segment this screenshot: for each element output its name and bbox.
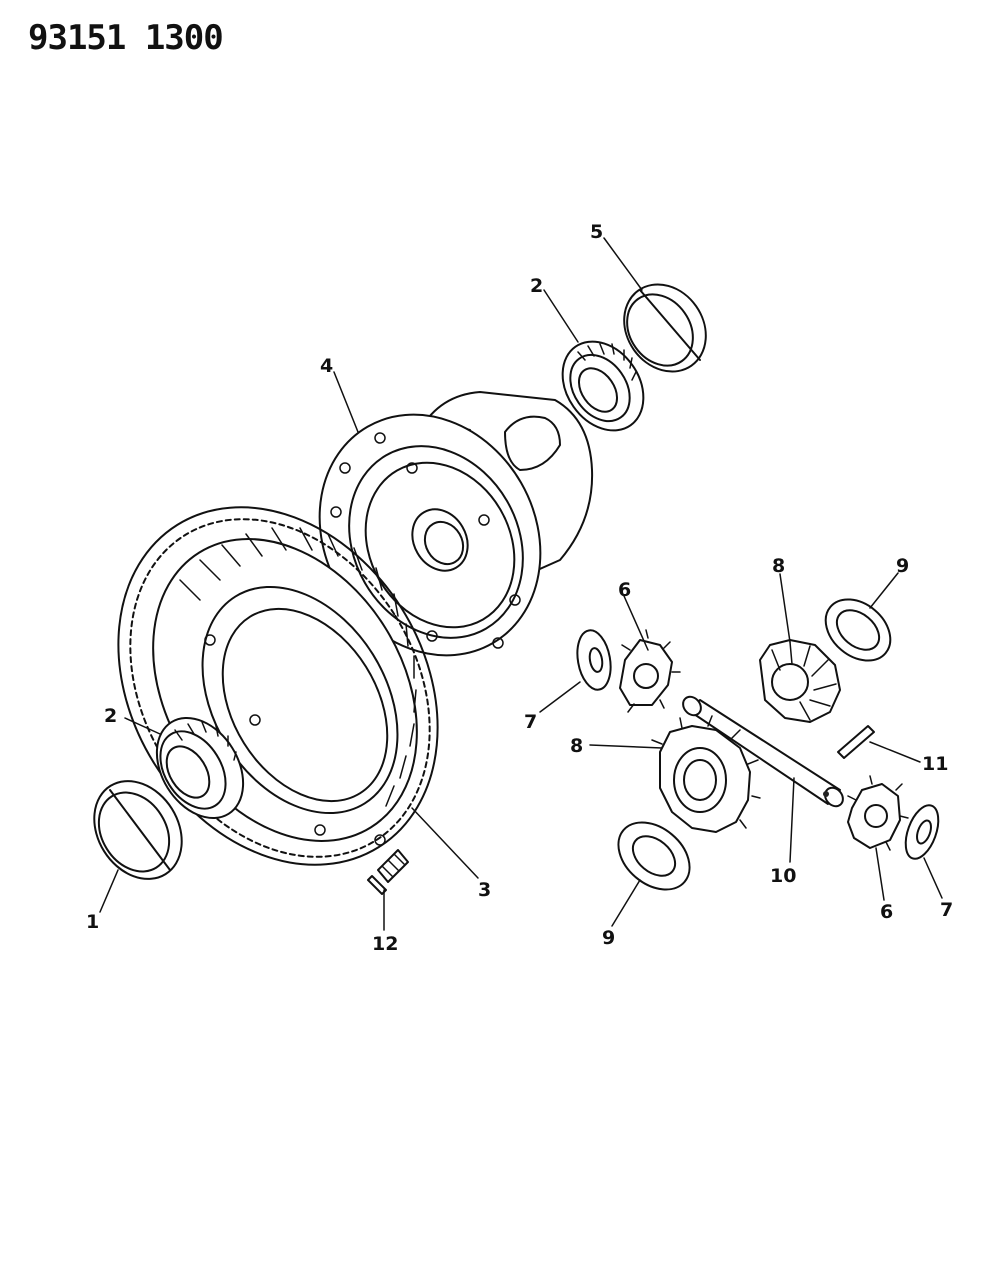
part-side-washer-lower [617, 821, 691, 891]
callout-7a: 7 [524, 711, 537, 733]
callout-10: 10 [770, 865, 796, 887]
part-side-gear-lower [651, 715, 761, 833]
part-bolt [367, 849, 409, 895]
part-roller-bearing-top [561, 340, 645, 432]
callout-11: 11 [922, 753, 948, 775]
callout-1: 1 [86, 911, 99, 933]
part-side-gear-upper [759, 639, 841, 723]
callout-5: 5 [590, 221, 603, 243]
callout-9a: 9 [896, 555, 909, 577]
leader-lines [99, 237, 943, 931]
callout-9b: 9 [602, 927, 615, 949]
callout-6a: 6 [618, 579, 631, 601]
part-pinion-shaft [682, 695, 844, 808]
callout-labels: 1 2 2 3 4 5 6 6 7 7 8 8 9 9 10 11 12 [86, 221, 953, 955]
part-pinion-gear-upper [619, 629, 681, 713]
callout-2b: 2 [530, 275, 543, 297]
callout-4: 4 [320, 355, 333, 377]
callout-8a: 8 [772, 555, 785, 577]
part-side-washer-upper [824, 598, 892, 662]
callout-8b: 8 [570, 735, 583, 757]
part-bearing-cup-left [93, 780, 183, 880]
callout-3: 3 [478, 879, 491, 901]
part-roll-pin [837, 725, 875, 759]
part-thrust-washer-lower [904, 804, 940, 860]
part-bearing-cup-top [623, 283, 707, 373]
callout-12: 12 [372, 933, 398, 955]
callout-6b: 6 [880, 901, 893, 923]
part-roller-bearing-left [155, 716, 245, 820]
figure-code: 93151 1300 [28, 18, 224, 58]
part-pinion-gear-lower [847, 775, 909, 851]
callout-2a: 2 [104, 705, 117, 727]
callout-7b: 7 [940, 899, 953, 921]
part-thrust-washer-upper [576, 629, 612, 691]
